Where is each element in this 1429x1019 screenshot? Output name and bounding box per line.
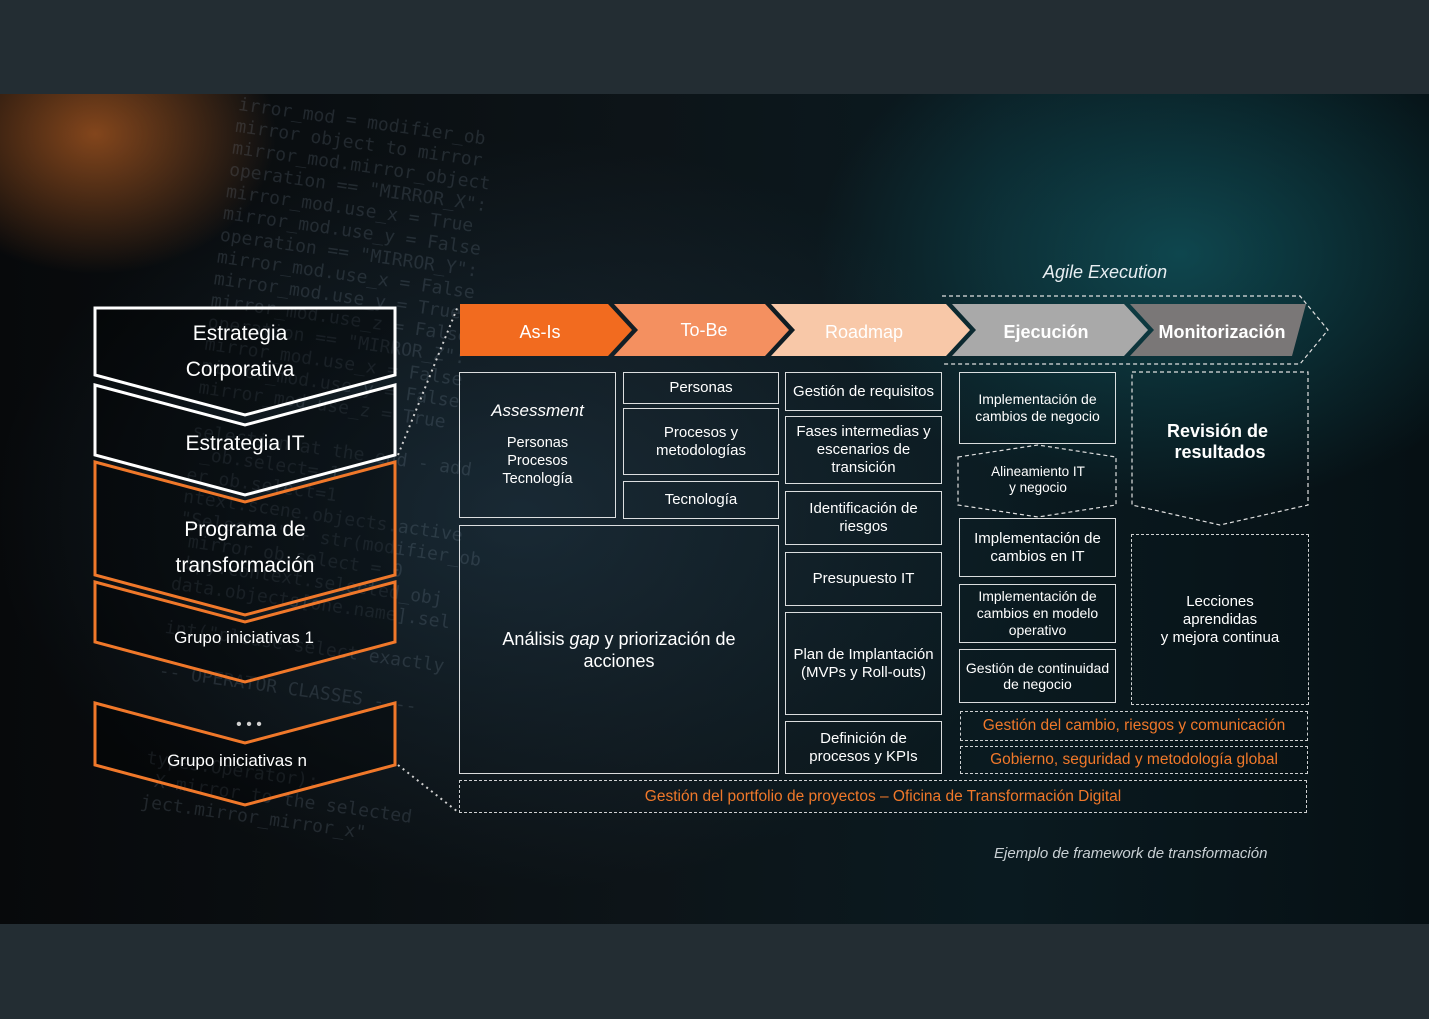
- phase-tobe-arrow: [614, 304, 789, 356]
- chevron-estrategia-it: [93, 383, 397, 497]
- chevron-grupo-1: [93, 580, 397, 684]
- roadmap-presupuesto: Presupuesto IT: [785, 552, 942, 606]
- assessment-item-tecnologia: Tecnología: [502, 471, 573, 487]
- tobe-personas: Personas: [623, 372, 779, 404]
- roadmap-fases: Fases intermedias y escenarios de transi…: [785, 416, 942, 484]
- ejecucion-continuidad: Gestión de continuidad de negocio: [959, 649, 1116, 703]
- alineamiento-line2: y negocio: [1009, 480, 1067, 495]
- lecciones-line2: aprendidas: [1182, 610, 1258, 628]
- phase-monitorizacion-label: Monitorización: [1159, 322, 1286, 342]
- assessment-box: Assessment Personas Procesos Tecnología: [459, 372, 616, 518]
- ejecucion-negocio: Implementación de cambios de negocio: [959, 372, 1116, 444]
- lecciones-line1: Lecciones: [1186, 592, 1254, 610]
- chevron-estrategia-corporativa: [93, 306, 397, 417]
- roadmap-plan: Plan de Implantación (MVPs y Roll-outs): [785, 612, 942, 715]
- programa-line1: Programa de: [184, 518, 305, 541]
- lecciones-box: Lecciones aprendidas y mejora continua: [1131, 534, 1309, 705]
- alineamiento-outline: [957, 444, 1117, 518]
- assessment-title: Assessment: [491, 401, 584, 420]
- lecciones-line3: y mejora continua: [1160, 628, 1280, 646]
- assessment-item-procesos: Procesos: [507, 453, 568, 469]
- phase-ejecucion-arrow: [952, 304, 1148, 356]
- top-band: [0, 0, 1429, 94]
- phase-roadmap-label: Roadmap: [825, 322, 903, 342]
- phase-roadmap-arrow: [771, 304, 970, 356]
- revision-label: Revisión de resultados: [1167, 421, 1273, 462]
- grupo-n-label: Grupo iniciativas n: [167, 751, 307, 770]
- connector-bottom: [397, 764, 459, 813]
- agile-execution-label: Agile Execution: [1043, 262, 1168, 282]
- programa-line2: transformación: [176, 554, 315, 577]
- bar-gobierno: Gobierno, seguridad y metodología global: [960, 746, 1308, 774]
- alineamiento-line1: Alineamiento IT: [991, 464, 1085, 479]
- tobe-procesos: Procesos y metodologías: [623, 408, 779, 475]
- slide: irror_mod = modifier_ob mirror object to…: [0, 94, 1429, 924]
- phase-tobe-label: To-Be: [680, 320, 727, 340]
- chevron-programa: [93, 460, 397, 617]
- gap-analysis-box: Análisis gap y priorización de acciones: [459, 525, 779, 774]
- ejecucion-modelo: Implementación de cambios en modelo oper…: [959, 584, 1116, 643]
- estrategia-corporativa-line2: Corporativa: [186, 358, 295, 381]
- figure-caption: Ejemplo de framework de transformación: [994, 845, 1268, 862]
- estrategia-it-label: Estrategia IT: [185, 432, 304, 455]
- chevron-grupo-n: [93, 701, 397, 807]
- revision-outline: [1131, 371, 1309, 526]
- phase-asis-label: As-Is: [519, 322, 560, 342]
- ejecucion-it: Implementación de cambios en IT: [959, 518, 1116, 577]
- bar-gestion-cambio: Gestión del cambio, riesgos y comunicaci…: [960, 711, 1308, 741]
- phase-ejecucion-label: Ejecución: [1003, 322, 1088, 342]
- gap-analysis-label: Análisis gap y priorización de acciones: [502, 628, 736, 671]
- bottom-band: [0, 924, 1429, 1019]
- phase-asis-arrow: [460, 304, 632, 356]
- roadmap-kpis: Definición de procesos y KPIs: [785, 721, 942, 774]
- connector-top: [397, 305, 459, 456]
- tobe-tecnologia: Tecnología: [623, 481, 779, 519]
- ellipsis-dots: • • •: [236, 716, 262, 733]
- bar-portfolio: Gestión del portfolio de proyectos – Ofi…: [459, 780, 1307, 813]
- grupo-1-label: Grupo iniciativas 1: [174, 628, 314, 647]
- phase-monitorizacion-arrow: [1130, 304, 1306, 356]
- agile-outline: [942, 295, 1329, 365]
- roadmap-requisitos: Gestión de requisitos: [785, 372, 942, 411]
- roadmap-riesgos: Identificación de riesgos: [785, 491, 942, 545]
- assessment-item-personas: Personas: [506, 435, 569, 451]
- estrategia-corporativa-line1: Estrategia: [193, 322, 288, 345]
